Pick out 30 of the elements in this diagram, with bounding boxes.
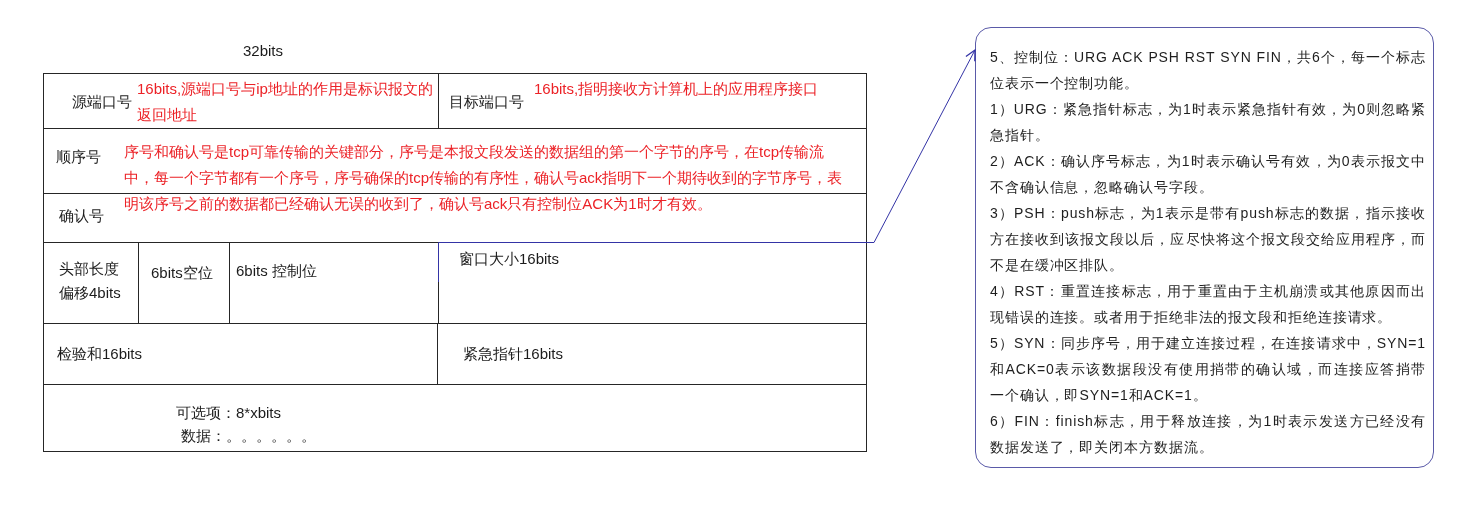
header-field (43, 73, 439, 129)
note-paragraph: 5、控制位：URG ACK PSH RST SYN FIN，共6个，每一个标志位表示一个控制功能。 (990, 48, 1426, 93)
note-paragraph: 2）ACK：确认序号标志，为1时表示确认号有效，为0表示报文中不含确认信息，忽略确认号字段。 (990, 152, 1426, 197)
bit-width-label: 32bits (243, 41, 284, 61)
field-label: 源端口号 (72, 92, 132, 112)
header-field (43, 193, 867, 243)
field-label: 确认号 (59, 206, 104, 226)
field-label: 可选项：8*xbits (176, 403, 282, 423)
field-label: 目标端口号 (449, 92, 524, 112)
note-paragraph: 3）PSH：push标志，为1表示是带有push标志的数据，指示接收方在接收到该报文段以后，应尽快将这个报文段交给应用程序，而不是在缓冲区排队。 (990, 204, 1426, 275)
header-field (43, 128, 867, 194)
header-field (438, 73, 867, 129)
field-note: 16bits,源端口号与ip地址的作用是标识报文的返回地址 (137, 79, 434, 125)
field-label: 顺序号 (56, 147, 101, 167)
field-label: 6bits 控制位 (236, 261, 317, 281)
field-label: 6bits空位 (151, 263, 213, 283)
header-field (43, 384, 867, 452)
note-paragraph: 5）SYN：同步序号，用于建立连接过程，在连接请求中，SYN=1和ACK=0表示该数据段没有使用捎带的确认域，而连接应答捎带一个确认，即SYN=1和ACK=1。 (990, 334, 1426, 405)
note-panel (975, 27, 1434, 468)
annotation-note: 序号和确认号是tcp可靠传输的关键部分，序号是本报文段发送的数据组的第一个字节的序号，在tcp传输流中，每一个字节都有一个序号，序号确保的tcp传输的有序性，确认号ack指明下一个期待收到的字节序号，表明该序号之前的数据都已经确认无误的收到了，确认号ack只有控制位ACK为1时才有效。 (124, 142, 844, 214)
field-label: 紧急指针16bits (463, 344, 564, 364)
note-paragraph: 4）RST：重置连接标志，用于重置由于主机崩溃或其他原因而出现错误的连接。或者用于拒绝非法的报文段和拒绝连接请求。 (990, 282, 1426, 327)
field-label: 头部长度偏移4bits (59, 259, 122, 303)
field-note: 16bits,指明接收方计算机上的应用程序接口 (534, 79, 820, 99)
field-label: 数据：。。。。。。 (181, 426, 316, 446)
field-label: 窗口大小16bits (459, 249, 560, 269)
arrow (438, 49, 976, 283)
field-label: 检验和16bits (57, 344, 143, 364)
note-paragraph: 6）FIN：finish标志，用于释放连接，为1时表示发送方已经没有数据发送了，即关闭本方数据流。 (990, 412, 1426, 457)
note-paragraph: 1）URG：紧急指针标志，为1时表示紧急指针有效，为0则忽略紧急指针。 (990, 100, 1426, 145)
